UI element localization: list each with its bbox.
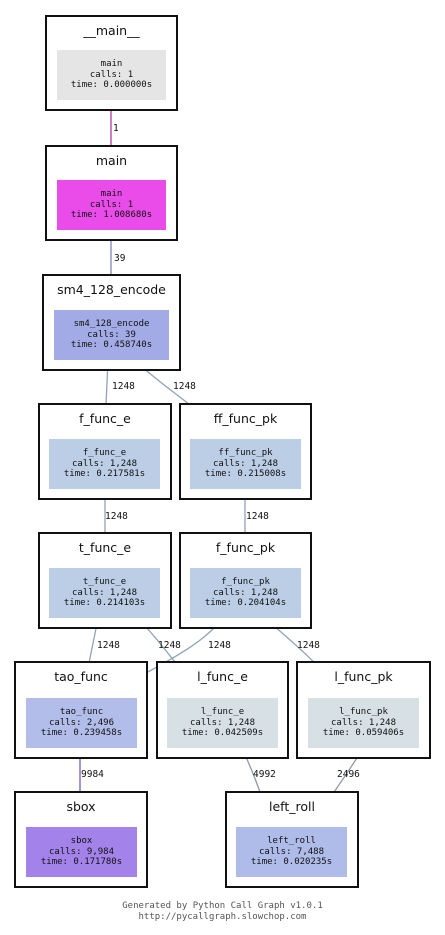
footer-url: http://pycallgraph.slowchop.com xyxy=(138,912,307,922)
node-time: time: 0.239458s xyxy=(40,728,123,739)
node-calls: calls: 1,248 xyxy=(71,587,138,598)
node-time: time: 0.171780s xyxy=(40,857,123,868)
node-calls: calls: 1 xyxy=(89,69,134,80)
node-calls: calls: 9,984 xyxy=(48,846,115,857)
node-time: time: 0.000000s xyxy=(70,80,153,91)
node-dunder-main: main calls: 1 time: 0.000000s xyxy=(57,50,166,100)
node-ff-func-pk: ff_func_pk calls: 1,248 time: 0.215008s xyxy=(190,439,301,489)
cluster-title: t_func_e xyxy=(78,540,132,555)
node-time: time: 0.020235s xyxy=(250,857,333,868)
edge-label: 1248 xyxy=(112,381,135,392)
node-name: f_func_e xyxy=(82,448,127,459)
node-time: time: 0.217581s xyxy=(63,469,146,480)
node-name: ff_func_pk xyxy=(218,448,273,459)
node-time: time: 0.214103s xyxy=(63,598,146,609)
node-f-func-e: f_func_e calls: 1,248 time: 0.217581s xyxy=(49,439,160,489)
node-left-roll: left_roll calls: 7,488 time: 0.020235s xyxy=(236,827,347,877)
node-time: time: 0.458740s xyxy=(70,340,153,351)
node-name: t_func_e xyxy=(82,577,127,588)
node-time: time: 0.204104s xyxy=(204,598,287,609)
node-calls: calls: 1,248 xyxy=(330,717,397,728)
node-time: time: 1.008680s xyxy=(70,210,153,221)
node-name: tao_func xyxy=(59,707,104,718)
node-calls: calls: 39 xyxy=(87,329,136,340)
node-name: main xyxy=(100,189,123,200)
node-name: sm4_128_encode xyxy=(73,319,150,330)
node-t-func-e: t_func_e calls: 1,248 time: 0.214103s xyxy=(49,568,160,618)
edge-label: 1248 xyxy=(97,640,120,651)
edge-label: 2496 xyxy=(337,769,360,780)
node-f-func-pk: f_func_pk calls: 1,248 time: 0.204104s xyxy=(190,568,301,618)
edge-label: 9984 xyxy=(81,769,104,780)
node-calls: calls: 1 xyxy=(89,199,134,210)
cluster-title: l_func_pk xyxy=(334,669,393,684)
footer-generated-by: Generated by Python Call Graph v1.0.1 xyxy=(122,901,323,911)
edge-label: 4992 xyxy=(253,769,276,780)
node-time: time: 0.215008s xyxy=(204,469,287,480)
node-time: time: 0.042509s xyxy=(181,728,264,739)
cluster-title: __main__ xyxy=(83,23,140,38)
node-sbox: sbox calls: 9,984 time: 0.171780s xyxy=(26,827,137,877)
node-main: main calls: 1 time: 1.008680s xyxy=(57,180,166,230)
node-calls: calls: 1,248 xyxy=(212,587,279,598)
cluster-title: f_func_pk xyxy=(215,540,276,555)
node-calls: calls: 7,488 xyxy=(258,846,325,857)
cluster-title: left_roll xyxy=(269,799,315,814)
edge-label: 1248 xyxy=(158,640,181,651)
node-name: main xyxy=(100,59,123,70)
node-name: l_func_e xyxy=(200,707,245,718)
node-sm4-128-encode: sm4_128_encode calls: 39 time: 0.458740s xyxy=(54,310,169,360)
cluster-title: l_func_e xyxy=(197,669,248,684)
cluster-title: tao_func xyxy=(54,669,108,684)
node-time: time: 0.059406s xyxy=(322,728,405,739)
node-calls: calls: 1,248 xyxy=(189,717,256,728)
edge-label: 1248 xyxy=(105,511,128,522)
node-calls: calls: 2,496 xyxy=(48,717,115,728)
edge-label: 39 xyxy=(114,253,126,264)
node-calls: calls: 1,248 xyxy=(212,458,279,469)
node-name: f_func_pk xyxy=(221,577,270,588)
cluster-title: f_func_e xyxy=(79,411,131,426)
edge-label: 1248 xyxy=(173,381,196,392)
node-l-func-e: l_func_e calls: 1,248 time: 0.042509s xyxy=(167,698,278,748)
node-name: left_roll xyxy=(267,836,316,847)
edge-label: 1 xyxy=(113,123,119,134)
cluster-title: ff_func_pk xyxy=(213,411,278,426)
edge-label: 1248 xyxy=(208,640,231,651)
edge-label: 1248 xyxy=(246,511,269,522)
cluster-title: main xyxy=(95,153,128,168)
node-name: sbox xyxy=(70,836,93,847)
node-name: l_func_pk xyxy=(339,707,388,718)
cluster-title: sm4_128_encode xyxy=(57,282,166,297)
edge-label: 1248 xyxy=(297,640,320,651)
cluster-title: sbox xyxy=(66,799,96,814)
node-tao-func: tao_func calls: 2,496 time: 0.239458s xyxy=(26,698,137,748)
node-calls: calls: 1,248 xyxy=(71,458,138,469)
node-l-func-pk: l_func_pk calls: 1,248 time: 0.059406s xyxy=(308,698,419,748)
